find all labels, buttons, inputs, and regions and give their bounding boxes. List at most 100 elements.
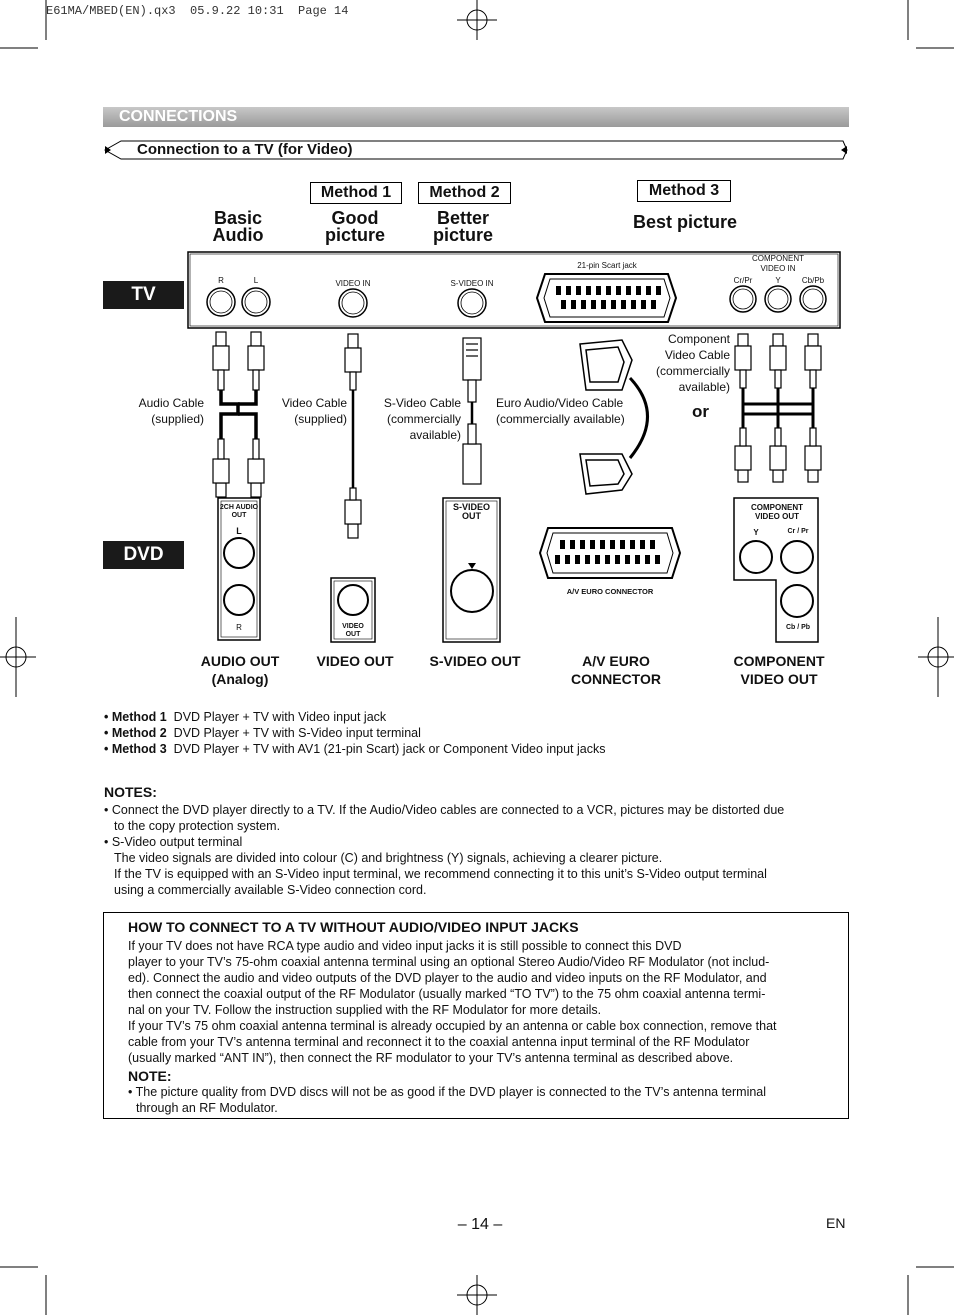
dvd-tag: DVD	[103, 541, 184, 569]
video-cable-label: Video Cable (supplied)	[266, 395, 347, 427]
dvd-audio-title-line2: OUT	[231, 512, 247, 519]
note-2-line1: • S-Video output terminal	[104, 835, 243, 849]
output-euro-label: A/V EURO CONNECTOR	[560, 652, 672, 688]
tv-scart-pins	[556, 286, 661, 309]
tv-label-component-line1: COMPONENT	[752, 254, 804, 263]
howto-heading: HOW TO CONNECT TO A TV WITHOUT AUDIO/VID…	[128, 919, 579, 935]
tv-label-l: L	[253, 276, 259, 285]
or-label: or	[692, 402, 709, 421]
output-svideo-label: S-VIDEO OUT	[429, 653, 521, 669]
output-euro-line2: CONNECTOR	[571, 671, 661, 687]
print-header: E61MA/MBED(EN).qx3 05.9.22 10:31 Page 14	[46, 4, 349, 18]
dvd-comp-title: COMPONENT VIDEO OUT	[736, 503, 818, 521]
output-component-label: COMPONENT VIDEO OUT	[724, 652, 834, 688]
dvd-euro-connector	[538, 527, 682, 579]
dvd-video-title-line2: OUT	[345, 631, 361, 638]
tv-label-video-in: VIDEO IN	[335, 279, 371, 288]
euro-cable-label-line2: (commercially available)	[496, 412, 625, 426]
tv-label-component-line2: VIDEO IN	[760, 264, 796, 273]
howto-line: then connect the coaxial output of the R…	[128, 987, 766, 1001]
dvd-comp-cr-label: Cr / Pr	[787, 528, 809, 535]
euro-cable-label-line1: Euro Audio/Video Cable	[496, 396, 624, 410]
note-1-line2: to the copy protection system.	[114, 819, 281, 833]
output-audio-line2: (Analog)	[211, 671, 269, 687]
dvd-audio-r-label: R	[236, 623, 242, 632]
component-cable-label: Component Video Cable (commercially avai…	[650, 331, 730, 395]
tv-label-svideo-in: S-VIDEO IN	[450, 279, 494, 288]
output-audio-label: AUDIO OUT (Analog)	[190, 652, 290, 688]
audio-cable-label: Audio Cable (supplied)	[122, 395, 204, 427]
howto-line: ed). Connect the audio and video outputs…	[128, 971, 767, 985]
method-list-label: • Method 1	[104, 710, 167, 724]
note-2-line3: If the TV is equipped with an S-Video in…	[114, 867, 767, 881]
dvd-video-title: VIDEO OUT	[333, 623, 373, 639]
howto-note-line2: through an RF Modulator.	[136, 1101, 278, 1115]
dvd-audio-title: 2CH AUDIO OUT	[219, 504, 259, 520]
audio-cable-label-line1: Audio Cable	[138, 396, 204, 410]
svideo-cable-label-line2: (commercially	[386, 412, 461, 426]
dvd-svideo-title: S-VIDEO OUT	[445, 503, 498, 521]
connection-diagram	[187, 251, 841, 643]
tv-tag: TV	[103, 281, 184, 309]
method-2-badge: Method 2	[418, 182, 511, 204]
dvd-comp-title-line1: COMPONENT	[751, 503, 803, 512]
quality-better: Better picture	[418, 208, 508, 245]
tv-cb-jack	[799, 285, 827, 313]
method-list-text: DVD Player + TV with S-Video input termi…	[173, 726, 421, 740]
method-list: • Method 1 DVD Player + TV with Video in…	[104, 709, 605, 757]
note-1-line1: • Connect the DVD player directly to a T…	[104, 803, 785, 817]
method-1-badge: Method 1	[310, 182, 402, 204]
method-list-text: DVD Player + TV with AV1 (21-pin Scart) …	[173, 742, 606, 756]
tv-label-r: R	[218, 276, 224, 285]
dvd-audio-title-line1: 2CH AUDIO	[219, 504, 259, 511]
dvd-audio-l-label: L	[236, 526, 242, 536]
notes-section: NOTES: • Connect the DVD player directly…	[104, 784, 844, 898]
dvd-euro-pins	[555, 540, 660, 564]
dvd-comp-title-line2: VIDEO OUT	[754, 512, 799, 521]
tv-label-cb: Cb/Pb	[801, 276, 825, 285]
notes-heading: NOTES:	[104, 784, 157, 800]
euro-cable	[579, 339, 633, 495]
dvd-video-title-line1: VIDEO	[342, 623, 364, 630]
video-cable-label-line1: Video Cable	[281, 396, 347, 410]
component-cable-label-line1: Component	[667, 332, 730, 346]
howto-line: nal on your TV. Follow the instruction s…	[128, 1003, 602, 1017]
method-list-item: • Method 3 DVD Player + TV with AV1 (21-…	[104, 741, 605, 757]
tv-back-panel	[187, 251, 841, 329]
method-list-item: • Method 1 DVD Player + TV with Video in…	[104, 709, 605, 725]
howto-box: HOW TO CONNECT TO A TV WITHOUT AUDIO/VID…	[103, 912, 849, 1119]
dvd-svideo-title-line1: S-VIDEO	[452, 502, 490, 512]
tv-video-in-jack	[338, 288, 368, 318]
tv-audio-r-jack	[206, 287, 236, 317]
tv-y-jack	[764, 285, 792, 313]
howto-line: player to your TV’s 75-ohm coaxial anten…	[128, 955, 770, 969]
method-list-label: • Method 3	[104, 742, 167, 756]
quality-better-line2: picture	[432, 225, 493, 245]
page-number: – 14 –	[457, 1216, 503, 1233]
tv-svideo-in-jack	[457, 288, 487, 318]
quality-basic-line1: Basic	[213, 208, 263, 228]
quality-good: Good picture	[310, 208, 400, 245]
video-cable-label-line2: (supplied)	[294, 412, 347, 426]
method-list-label: • Method 2	[104, 726, 167, 740]
method-list-text: DVD Player + TV with Video input jack	[173, 710, 387, 724]
tv-audio-l-jack	[241, 287, 271, 317]
component-cable-label-line3: (commercially	[655, 364, 730, 378]
quality-good-line1: Good	[331, 208, 379, 228]
component-cable-label-line4: available)	[678, 380, 730, 394]
section-header-bar: CONNECTIONS	[103, 107, 849, 127]
dvd-euro-title: A/V EURO CONNECTOR	[566, 587, 654, 596]
output-component-line2: VIDEO OUT	[740, 671, 818, 687]
quality-better-line1: Better	[436, 208, 489, 228]
quality-good-line2: picture	[324, 225, 385, 245]
dvd-comp-cb-label: Cb / Pb	[785, 624, 811, 631]
quality-best: Best picture	[632, 212, 738, 232]
section-title: CONNECTIONS	[119, 108, 238, 125]
dvd-audio-r-jack	[223, 584, 255, 616]
subsection-title: Connection to a TV (for Video)	[137, 141, 353, 158]
tv-label-cr: Cr/Pr	[733, 276, 753, 285]
howto-line: (usually marked “ANT IN”), then connect …	[128, 1051, 734, 1065]
howto-line: cable from your TV’s antenna terminal an…	[128, 1035, 750, 1049]
dvd-audio-l-jack	[223, 537, 255, 569]
